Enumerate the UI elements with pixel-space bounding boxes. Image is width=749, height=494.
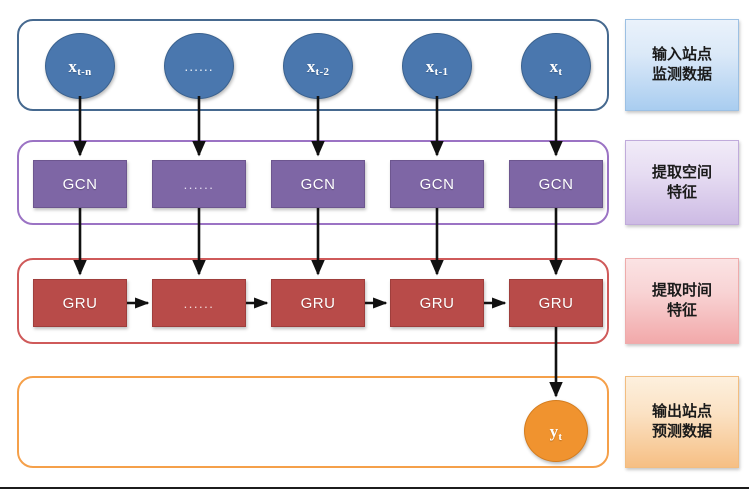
legend-chip-output: 输出站点 预测数据 [625, 376, 739, 468]
node-gcn-3[interactable]: GCN [271, 160, 365, 208]
legend-label: 提取时间 特征 [651, 281, 712, 319]
node-subscript: t-2 [315, 65, 330, 78]
node-input-x-t-n[interactable]: xt-n [45, 33, 115, 99]
legend-chip-input: 输入站点 监测数据 [625, 19, 739, 111]
node-gru-ellipsis[interactable]: ...... [152, 279, 246, 327]
node-label: GCN [300, 175, 336, 193]
node-label: GRU [62, 294, 98, 312]
group-temporal-layer [17, 258, 609, 344]
node-subscript: t-1 [434, 65, 449, 78]
node-gru-1[interactable]: GRU [33, 279, 127, 327]
node-output-y-t[interactable]: yt [524, 400, 588, 462]
node-gru-4[interactable]: GRU [390, 279, 484, 327]
legend-chip-spatial: 提取空间 特征 [625, 140, 739, 225]
node-gcn-5[interactable]: GCN [509, 160, 603, 208]
node-label: ...... [183, 176, 215, 192]
legend-label: 输出站点 预测数据 [651, 402, 712, 440]
node-label: GCN [538, 175, 574, 193]
node-label: GRU [538, 294, 574, 312]
node-label: xt [549, 56, 563, 78]
node-input-x-t-1[interactable]: xt-1 [402, 33, 472, 99]
node-gcn-ellipsis[interactable]: ...... [152, 160, 246, 208]
node-label: GRU [300, 294, 336, 312]
node-label: xt-1 [425, 56, 449, 78]
bottom-divider [0, 487, 749, 489]
node-label: ...... [183, 295, 215, 311]
node-input-x-t[interactable]: xt [521, 33, 591, 99]
group-output-layer [17, 376, 609, 468]
node-gru-5[interactable]: GRU [509, 279, 603, 327]
node-gru-3[interactable]: GRU [271, 279, 365, 327]
node-subscript: t [558, 430, 563, 443]
node-label: GRU [419, 294, 455, 312]
legend-chip-temporal: 提取时间 特征 [625, 258, 739, 344]
node-input-x-t-2[interactable]: xt-2 [283, 33, 353, 99]
node-label: yt [549, 421, 563, 443]
node-label: GCN [419, 175, 455, 193]
node-label: ...... [184, 58, 214, 74]
node-input-ellipsis[interactable]: ...... [164, 33, 234, 99]
node-label: GCN [62, 175, 98, 193]
legend-label: 提取空间 特征 [651, 162, 712, 201]
node-subscript: t [558, 65, 563, 78]
node-subscript: t-n [77, 65, 92, 78]
node-label: xt-2 [306, 56, 330, 78]
node-gcn-1[interactable]: GCN [33, 160, 127, 208]
group-input-layer [17, 19, 609, 111]
node-label: xt-n [68, 56, 92, 78]
node-gcn-4[interactable]: GCN [390, 160, 484, 208]
legend-label: 输入站点 监测数据 [651, 45, 712, 83]
